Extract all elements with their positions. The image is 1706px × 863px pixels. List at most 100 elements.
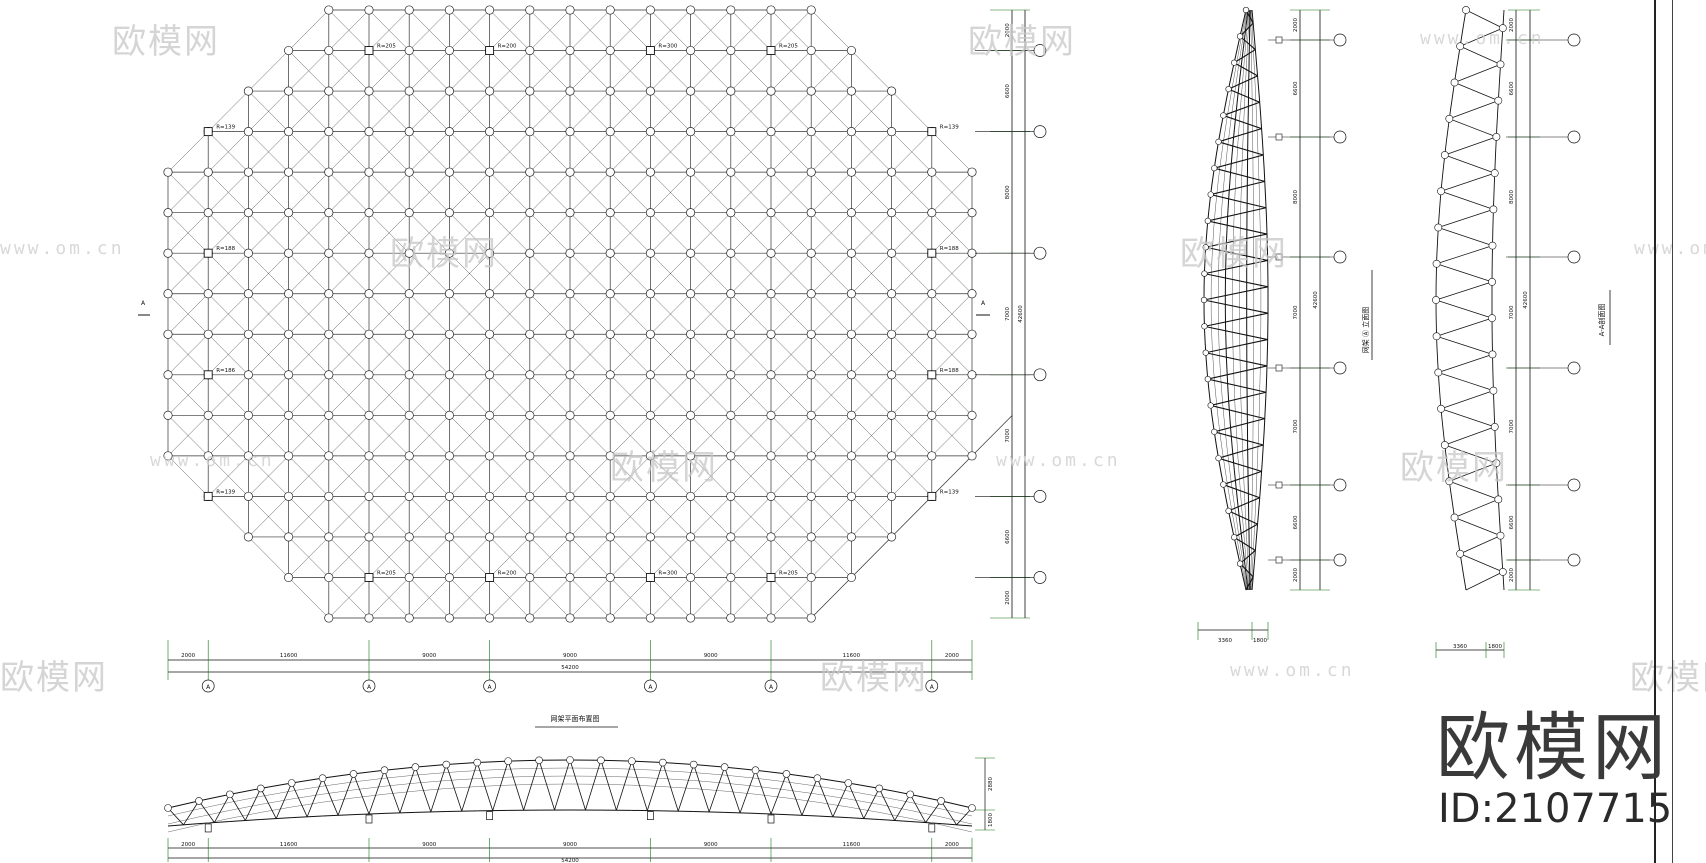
grid-diagonal: [891, 253, 932, 294]
ball-joint-node: [243, 208, 253, 218]
ball-joint-node: [605, 208, 615, 218]
ball-joint-node: [1456, 549, 1465, 558]
ball-joint-node: [1494, 96, 1503, 105]
grid-diagonal: [449, 334, 490, 375]
side-web: [1214, 154, 1264, 169]
side-web: [1207, 220, 1268, 235]
ball-joint-node: [1215, 455, 1222, 462]
grid-diagonal: [288, 90, 329, 132]
web-member: [956, 807, 973, 826]
grid-diagonal: [730, 253, 772, 294]
inner-chord: [631, 784, 663, 787]
inner-chord: [848, 806, 880, 813]
grid-diagonal: [409, 415, 450, 457]
grid-diagonal: [730, 171, 772, 213]
dimension-label: 2000: [181, 653, 195, 659]
ball-joint-node: [887, 86, 897, 96]
grid-diagonal: [328, 496, 370, 538]
grid-diagonal: [449, 50, 490, 92]
grid-diagonal: [811, 293, 852, 335]
support-label: R=300: [658, 570, 677, 576]
support-column: [365, 814, 373, 824]
dimension-label: 11600: [843, 842, 861, 848]
ball-joint-node: [766, 208, 776, 218]
inner-chord: [693, 772, 725, 776]
grid-diagonal: [288, 253, 329, 294]
section-web: [1440, 390, 1494, 410]
ball-joint-node: [287, 779, 296, 787]
ball-joint-node: [846, 451, 856, 461]
dimension-label: 7000: [1005, 428, 1011, 442]
section-web: [1438, 227, 1493, 246]
side-web: [1228, 88, 1260, 103]
inner-chord: [229, 812, 261, 819]
dimension-label: 1800: [1253, 638, 1267, 644]
ball-joint-node: [605, 167, 615, 177]
grid-diagonal: [288, 334, 329, 375]
grid-diagonal: [368, 496, 410, 538]
ball-joint-node: [967, 208, 977, 218]
bottom-chord: [817, 815, 849, 819]
grid-diagonal: [449, 536, 490, 578]
side-web: [1228, 497, 1260, 512]
ball-joint-node: [284, 329, 294, 339]
grid-diagonal: [489, 131, 530, 173]
ball-joint-node: [1450, 513, 1459, 522]
watermark-brand: 欧模网: [1400, 448, 1508, 488]
web-member: [693, 764, 710, 813]
support-label: R=300: [658, 44, 677, 50]
ball-joint-node: [1462, 6, 1470, 14]
grid-diagonal: [489, 374, 530, 416]
grid-diagonal: [328, 455, 370, 497]
dimension-label: 6600: [1509, 515, 1515, 529]
grid-diagonal: [288, 496, 329, 538]
inner-chord: [941, 824, 973, 833]
ball-joint-node: [324, 5, 334, 15]
section-top-chord: [1435, 9, 1467, 591]
web-member: [817, 778, 834, 817]
bottom-chord: [198, 820, 230, 825]
ball-joint-node: [806, 5, 816, 15]
web-member: [847, 782, 865, 819]
grid-diagonal: [368, 293, 410, 335]
axis-bubble: [1033, 125, 1047, 138]
dimension-label: 9000: [422, 653, 436, 659]
ball-joint-node: [813, 774, 822, 782]
watermark-logo: 欧模网 ID:2107715: [1428, 688, 1698, 858]
ball-joint-node: [1488, 277, 1496, 286]
ball-joint-node: [203, 289, 213, 299]
grid-diagonal: [288, 9, 329, 51]
inner-chord: [817, 801, 849, 808]
bottom-chord: [167, 823, 199, 827]
side-view-title: 网架 Ⓐ 立面图: [1361, 307, 1370, 353]
bottom-chord: [879, 818, 911, 822]
support-label: R=139: [216, 489, 235, 495]
web-member: [507, 761, 524, 811]
inner-chord: [167, 824, 199, 833]
inner-chord: [322, 797, 354, 803]
ball-joint-node: [404, 45, 414, 56]
inner-chord: [415, 788, 447, 792]
support-label: R=188: [216, 246, 235, 252]
ball-joint-node: [1202, 244, 1209, 251]
dimension-label: 11600: [843, 653, 861, 659]
grid-diagonal: [288, 374, 329, 416]
grid-diagonal: [208, 131, 249, 173]
ball-joint-node: [364, 289, 374, 299]
section-web: [1460, 27, 1503, 47]
ball-joint-node: [766, 127, 776, 137]
ball-joint-node: [1201, 323, 1208, 330]
grid-diagonal: [529, 293, 571, 335]
ball-joint-node: [195, 797, 203, 805]
ball-joint-node: [766, 532, 776, 542]
section-web: [1444, 444, 1497, 464]
web-member: [538, 760, 555, 811]
grid-diagonal: [931, 171, 973, 213]
section-web: [1449, 462, 1497, 482]
grid-diagonal: [770, 90, 812, 132]
ball-joint-node: [927, 208, 937, 218]
support-column: [767, 814, 775, 824]
ball-joint-node: [324, 167, 334, 177]
grid-diagonal: [569, 415, 611, 457]
web-member: [894, 794, 911, 821]
